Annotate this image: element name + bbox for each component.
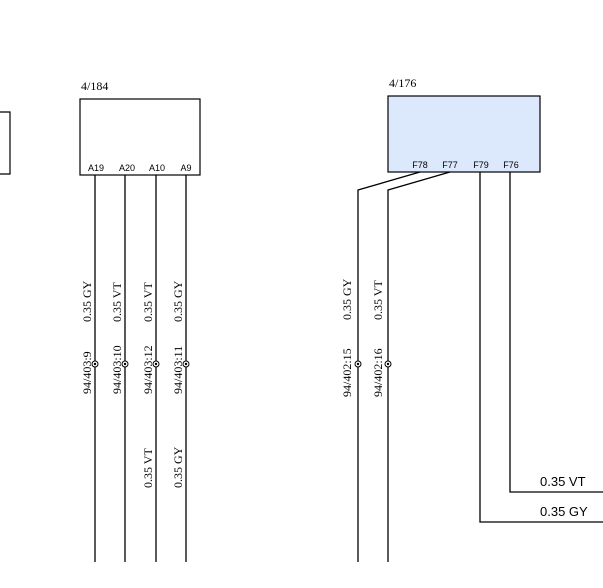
wire-spec-a10: 0.35 VT <box>141 282 155 322</box>
pin-label-a9: A9 <box>180 163 191 173</box>
splice-label-94-403-10: 94/403:10 <box>110 345 124 394</box>
splice-dot-center <box>184 362 188 366</box>
component-4-176-ref: 4/176 <box>389 76 416 90</box>
splice-label-94-403-11: 94/403:11 <box>171 346 185 394</box>
splice-dot-center <box>386 362 390 366</box>
wire-spec-f76: 0.35 VT <box>540 474 586 489</box>
splice-label-94-402-16: 94/402:16 <box>371 348 385 397</box>
wire-f79[interactable] <box>479 172 603 523</box>
splice-label-94-403-12: 94/403:12 <box>141 345 155 394</box>
partial-component-left <box>0 111 11 175</box>
pin-label-f76: F76 <box>503 160 519 170</box>
pin-label-a20: A20 <box>119 163 135 173</box>
splice-dot-center <box>356 362 360 366</box>
splice-label-94-402-15: 94/402:15 <box>340 348 354 397</box>
splice-points-403 <box>91 360 190 368</box>
pin-label-a19: A19 <box>88 163 104 173</box>
splice-dot-center <box>154 362 158 366</box>
wire-spec-a9: 0.35 GY <box>171 280 185 322</box>
wire-f76[interactable] <box>509 172 603 493</box>
wire-f78[interactable] <box>357 171 421 562</box>
splice-dot-center <box>123 362 127 366</box>
pin-label-f78: F78 <box>412 160 428 170</box>
component-4-184-box[interactable] <box>79 98 201 176</box>
wire-spec-f78: 0.35 GY <box>340 278 354 320</box>
splice-points-402 <box>354 360 392 368</box>
wire-spec-a20: 0.35 VT <box>110 282 124 322</box>
splice-dot-center <box>93 362 97 366</box>
splice-label-94-403-9: 94/403:9 <box>80 351 94 394</box>
component-4-176-box[interactable] <box>387 95 541 173</box>
pin-label-f77: F77 <box>442 160 458 170</box>
wire-spec-f77: 0.35 VT <box>371 280 385 320</box>
pin-label-f79: F79 <box>473 160 489 170</box>
pin-label-a10: A10 <box>149 163 165 173</box>
component-4-184-ref: 4/184 <box>81 79 108 93</box>
wire-spec-lower-a10: 0.35 VT <box>141 448 155 488</box>
wire-spec-lower-a9: 0.35 GY <box>171 446 185 488</box>
wire-spec-a19: 0.35 GY <box>80 280 94 322</box>
wire-spec-f79: 0.35 GY <box>540 504 588 519</box>
wire-f77[interactable] <box>387 171 451 562</box>
